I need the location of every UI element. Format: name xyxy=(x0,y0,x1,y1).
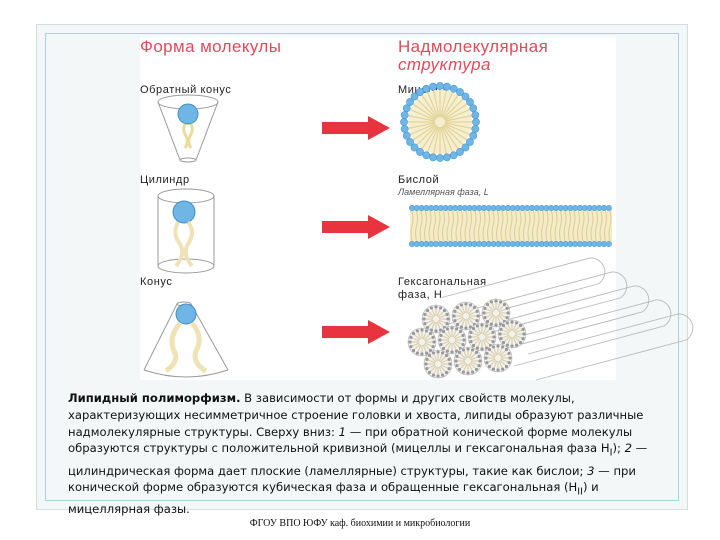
caption-number-1: 1 xyxy=(338,424,347,439)
polymorphism-figure: Форма молекулы Надмолекулярная структура… xyxy=(140,36,694,381)
label-hexagonal-phase: фаза, H xyxy=(398,289,443,301)
bilayer-structure xyxy=(408,204,612,248)
label-hexagonal: Гексагональная xyxy=(398,276,487,288)
footer-text: ФГОУ ВПО ЮФУ каф. биохимии и микробиолог… xyxy=(249,518,471,529)
caption-number-2: 2 xyxy=(624,441,632,456)
caption-text-1: В зависимости от формы и других свойств … xyxy=(68,391,644,439)
label-lamellar-phase: Ламеллярная фаза, L xyxy=(398,187,489,197)
label-cone: Конус xyxy=(140,276,173,288)
label-inverted-cone: Обратный конус xyxy=(140,84,232,96)
diagram-canvas xyxy=(143,82,694,381)
header-molecule-shape: Форма молекулы xyxy=(140,37,282,56)
top-band xyxy=(0,0,720,22)
caption-number-3: 3 xyxy=(587,463,595,478)
label-bilayer: Бислой xyxy=(398,174,440,186)
arrow-row-1 xyxy=(322,116,390,140)
caption-sub-2: II xyxy=(577,486,583,498)
inverted-cone-shape xyxy=(157,94,219,163)
figure-caption: Липидный полиморфизм. В зависимости от ф… xyxy=(68,390,658,518)
caption-text-2: — при обратной конической форме молекулы… xyxy=(68,424,633,456)
header-supramolecular-line1: Надмолекулярная xyxy=(398,37,549,56)
caption-text-3: ); xyxy=(612,441,625,456)
micelle-structure xyxy=(400,82,480,162)
caption-text-5: — при конической форме образуются кубиче… xyxy=(68,463,636,495)
header-supramolecular-line2: структура xyxy=(398,55,491,74)
caption-title: Липидный полиморфизм. xyxy=(68,391,241,405)
label-cylinder: Цилиндр xyxy=(140,174,190,186)
cone-shape xyxy=(143,301,229,378)
caption-text-4: — цилиндрическая форма дает плоские (лам… xyxy=(68,441,648,478)
caption-sub-1: I xyxy=(609,447,613,459)
arrow-row-2 xyxy=(322,215,390,239)
caption-text-6: ) и мицеллярная фазы. xyxy=(68,480,599,517)
hexagonal-phase-structure xyxy=(407,257,694,381)
slide-frame-border xyxy=(45,33,679,501)
arrow-row-3 xyxy=(322,320,390,344)
cylinder-shape xyxy=(157,188,215,274)
